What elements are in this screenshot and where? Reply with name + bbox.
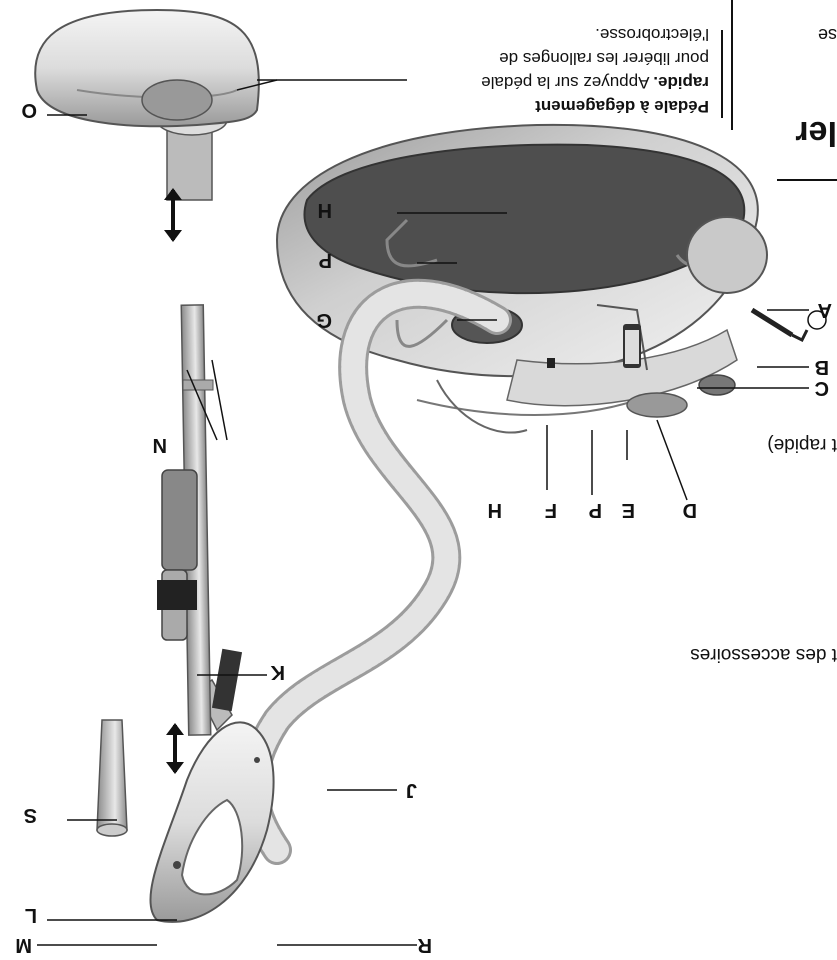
text-fragment-se: se [818, 24, 837, 45]
label-j: J [406, 780, 417, 800]
crevice-tool [97, 720, 127, 836]
power-nozzle [35, 10, 259, 200]
label-c: C [815, 378, 829, 398]
double-arrow-lower [166, 723, 184, 774]
label-g: G [316, 310, 332, 330]
label-p-lower: P [589, 500, 602, 520]
release-pedal-callout: Pédale à dégagement rapide. Appuyez sur … [409, 22, 709, 118]
callout-title-2: rapide. [653, 73, 709, 92]
hose [254, 294, 497, 850]
label-f: F [545, 500, 557, 520]
label-d: D [683, 500, 697, 520]
label-a: A [818, 300, 832, 320]
label-l: L [25, 905, 37, 925]
label-m: M [15, 935, 32, 955]
label-k: K [271, 662, 285, 682]
label-p-upper: P [319, 250, 332, 270]
label-r: R [418, 935, 432, 955]
text-fragment-rapide: t rapide) [767, 433, 837, 455]
text-fragment-accessoires: t des accessoires [690, 643, 837, 665]
label-b: B [815, 357, 829, 377]
callout-line-2: pour libérer les rallonges de [409, 46, 709, 70]
label-s: S [24, 805, 37, 825]
callout-line-1: Appuyez sur la pédale [481, 73, 649, 92]
label-h-upper: H [318, 200, 332, 220]
heading-fragment: ler [795, 116, 837, 150]
label-e: E [622, 500, 635, 520]
callout-title: Pédale à dégagement [535, 97, 709, 116]
label-o: O [21, 100, 37, 120]
callout-line-3: l'électrobrosse. [409, 22, 709, 46]
wand-handle [150, 680, 273, 922]
label-n: N [153, 435, 167, 455]
label-h-lower: H [488, 500, 502, 520]
